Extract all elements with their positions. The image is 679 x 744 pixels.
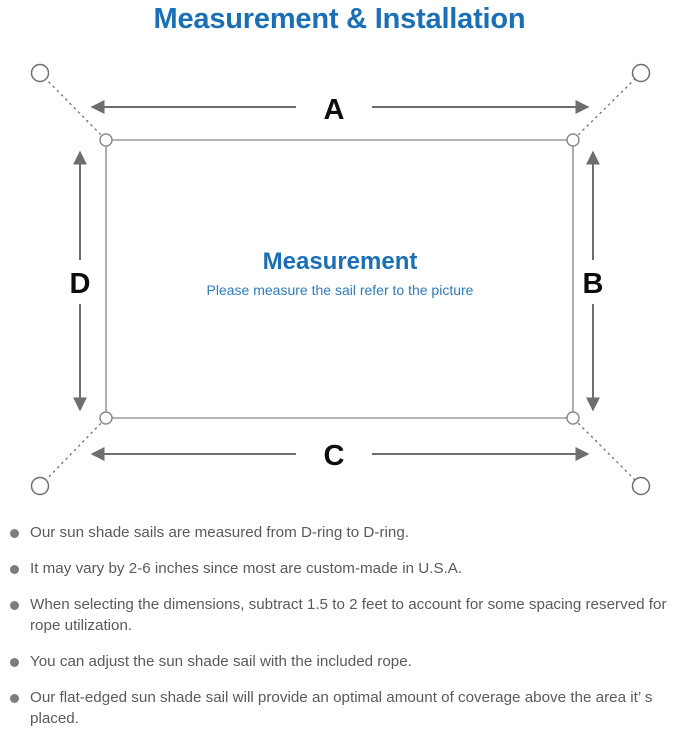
list-item: It may vary by 2-6 inches since most are… <box>0 558 679 579</box>
sail-measurement-svg: A C D B Measurement Please measure the s… <box>30 63 651 496</box>
list-item: When selecting the dimensions, subtract … <box>0 594 679 636</box>
list-item-text: It may vary by 2-6 inches since most are… <box>30 560 463 577</box>
d-ring-bottom-left-icon <box>99 411 113 425</box>
top-left-anchor-icon <box>30 63 50 83</box>
bottom-right-anchor-icon <box>631 476 651 496</box>
list-item-text: You can adjust the sun shade sail with t… <box>30 653 412 670</box>
d-ring-bottom-right-icon <box>566 411 580 425</box>
bottom-left-anchor-icon <box>30 476 50 496</box>
list-item-text: When selecting the dimensions, subtract … <box>30 596 667 634</box>
list-item-text: Our sun shade sails are measured from D-… <box>30 524 409 541</box>
d-ring-top-right-icon <box>566 133 580 147</box>
dimension-label-b: B <box>583 268 604 300</box>
sail-rectangle <box>105 139 574 419</box>
list-item-text: Our flat-edged sun shade sail will provi… <box>30 689 653 727</box>
bullet-dot-icon <box>10 658 19 667</box>
rope-line-bottom-right <box>573 418 640 485</box>
page-title: Measurement & Installation <box>153 3 526 35</box>
dimension-label-a: A <box>324 94 345 126</box>
top-right-anchor-icon <box>631 63 651 83</box>
bullet-dot-icon <box>10 601 19 610</box>
bullet-dot-icon <box>10 529 19 538</box>
list-item: You can adjust the sun shade sail with t… <box>0 651 679 672</box>
list-item: Our sun shade sails are measured from D-… <box>0 522 679 543</box>
bullet-dot-icon <box>10 565 19 574</box>
measurement-center-title: Measurement <box>263 248 418 275</box>
notes-list: Our sun shade sails are measured from D-… <box>0 522 679 744</box>
bullet-dot-icon <box>10 694 19 703</box>
d-ring-top-left-icon <box>99 133 113 147</box>
dimension-label-d: D <box>70 268 91 300</box>
measurement-center-subtitle: Please measure the sail refer to the pic… <box>207 282 474 298</box>
rope-line-bottom-left <box>41 418 106 485</box>
dimension-label-c: C <box>324 440 345 472</box>
list-item: Our flat-edged sun shade sail will provi… <box>0 687 679 729</box>
diagram-container: A C D B Measurement Please measure the s… <box>0 42 679 512</box>
